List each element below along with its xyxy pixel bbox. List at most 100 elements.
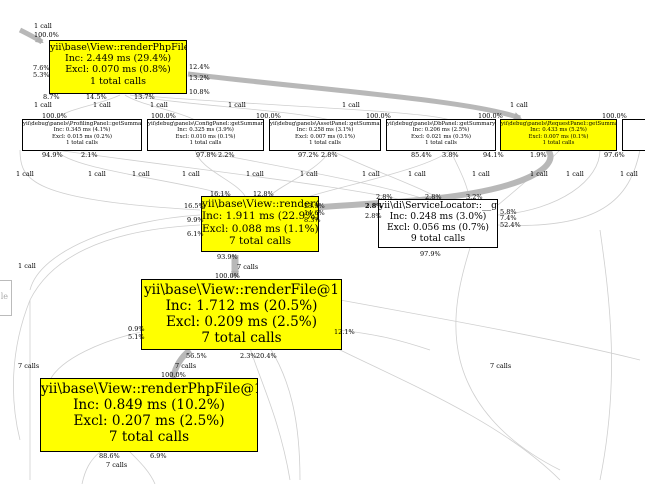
- edge-label: 5.3%: [33, 71, 50, 79]
- edge-label: 16.1%: [210, 190, 231, 198]
- edge-label: 94.1%: [483, 151, 504, 159]
- node-name: yii\base\View::renderPhpFile: [50, 42, 187, 53]
- node-name: yii\debug\panels\AssetPanel::getSummary: [270, 121, 381, 127]
- edge-label: 12.4%: [189, 63, 210, 71]
- node-calls: 7 total calls: [229, 235, 291, 248]
- edge-label: 0.9%: [128, 325, 145, 333]
- edge-label: 1 call: [510, 101, 528, 109]
- edge-label: 100.0%: [602, 112, 627, 120]
- edge-label: 56.5%: [186, 352, 207, 360]
- node-name: yii\debug\panels\RequestPanel::getSummar…: [501, 121, 617, 127]
- edge-label: 1 call: [150, 101, 168, 109]
- node-name: yii\debug\panels\DbPanel::getSummary: [387, 121, 496, 127]
- edge-label: 2.3%: [240, 352, 257, 360]
- edge-label: 100.0%: [42, 112, 67, 120]
- node-render-1[interactable]: yii\base\View::render@1 Inc: 1.911 ms (2…: [201, 196, 319, 252]
- edge-label: 1 call: [132, 170, 150, 178]
- edge-label: 5.8%: [500, 208, 517, 216]
- node-calls: 7 total calls: [201, 330, 282, 347]
- node-inc: Inc: 0.248 ms (3.0%): [389, 210, 487, 222]
- edge-label: 1 call: [530, 170, 548, 178]
- edge-label: 23.9%: [304, 202, 325, 210]
- edge-label: 20.4%: [256, 352, 277, 360]
- edge-label: 16.5%: [184, 202, 205, 210]
- edge-label: 100.0%: [215, 272, 240, 280]
- edge-label: 1.9%: [530, 151, 547, 159]
- node-inc: Inc: 0.433 ms (5.2%): [530, 127, 587, 134]
- edge-label: 7 calls: [237, 263, 259, 271]
- edge-label: 3.8%: [442, 151, 459, 159]
- edge-label: 1 call: [228, 101, 246, 109]
- edge-label: 1 call: [18, 262, 36, 270]
- edge-label: 100.0%: [256, 112, 281, 120]
- edge-label: 6.1%: [187, 230, 204, 238]
- edge-label: 97.8%: [196, 151, 217, 159]
- node-asset-panel[interactable]: yii\debug\panels\AssetPanel::getSummary …: [269, 119, 381, 151]
- edge-label: 7.6%: [33, 64, 50, 72]
- node-calls: 1 total calls: [542, 140, 575, 147]
- edge-label: 100.0%: [161, 371, 186, 379]
- edge-label: 2.8%: [365, 202, 383, 210]
- edge-label: 100.0%: [366, 112, 391, 120]
- edge-label: 7 calls: [490, 362, 512, 370]
- edge-label: 2.2%: [218, 151, 235, 159]
- node-excl: Excl: 0.209 ms (2.5%): [165, 314, 318, 331]
- node-excl: Excl: 0.070 ms (0.8%): [65, 64, 171, 76]
- edge-label: 1 call: [342, 101, 360, 109]
- edge-label: 12.1%: [334, 328, 355, 336]
- node-render-file-1[interactable]: yii\base\View::renderFile@1 Inc: 1.712 m…: [141, 279, 342, 350]
- edge-label: 2.1%: [81, 151, 98, 159]
- edge-label: 3.2%: [466, 193, 483, 201]
- edge-label: 94.9%: [42, 151, 63, 159]
- edge-label: 10.8%: [189, 88, 210, 96]
- edge-label: 7 calls: [106, 461, 128, 469]
- edge-label: 97.2%: [298, 151, 319, 159]
- node-offscreen-left: le: [0, 280, 12, 316]
- edge-label: 7 calls: [175, 362, 197, 370]
- edge-label: 7.4%: [500, 214, 517, 222]
- node-profiling-panel[interactable]: yii\debug\panels\ProfilingPanel::getSumm…: [22, 119, 142, 151]
- node-excl: Excl: 0.021 ms (0.3%): [411, 133, 471, 140]
- node-inc: Inc: 1.911 ms (22.9%): [202, 210, 319, 223]
- edge-label: 1 call: [93, 101, 111, 109]
- node-offscreen-right: [622, 119, 645, 151]
- node-excl: Excl: 0.207 ms (2.5%): [73, 413, 225, 430]
- node-render-php-file-1[interactable]: yii\base\View::renderPhpFile@1 Inc: 0.84…: [40, 378, 258, 452]
- node-name: yii\debug\panels\ConfigPanel::getSummary: [148, 121, 264, 127]
- edge-label: 1 call: [182, 170, 200, 178]
- edge-label: 1 call: [408, 170, 426, 178]
- edge-label: 2.8%: [376, 193, 393, 201]
- edge-label: 1 call: [88, 170, 106, 178]
- node-excl: Excl: 0.088 ms (1.1%): [202, 222, 319, 235]
- node-name: yii\di\ServiceLocator::__get: [379, 200, 498, 211]
- edge-label: 93.9%: [217, 253, 238, 261]
- node-calls: 1 total calls: [89, 75, 147, 87]
- node-excl: Excl: 0.056 ms (0.7%): [386, 221, 490, 233]
- edge-label: 100.0%: [478, 112, 503, 120]
- node-db-panel[interactable]: yii\debug\panels\DbPanel::getSummary Inc…: [386, 119, 496, 151]
- node-service-locator[interactable]: yii\di\ServiceLocator::__get Inc: 0.248 …: [378, 199, 498, 248]
- node-calls: 1 total calls: [189, 140, 222, 147]
- edge-label: 1 call: [472, 170, 490, 178]
- edge-label: 13.2%: [189, 74, 210, 82]
- node-inc: Inc: 1.712 ms (20.5%): [165, 298, 318, 315]
- edge-label: 9.9%: [187, 216, 204, 224]
- edge-label: 1 call: [34, 101, 52, 109]
- node-inc: Inc: 0.258 ms (3.1%): [296, 127, 354, 134]
- node-inc: Inc: 2.449 ms (29.4%): [64, 53, 172, 65]
- node-excl: Excl: 0.010 ms (0.1%): [175, 133, 236, 140]
- node-config-panel[interactable]: yii\debug\panels\ConfigPanel::getSummary…: [147, 119, 264, 151]
- offscreen-label: le: [0, 292, 8, 301]
- edge-label: 1 call: [34, 22, 52, 30]
- edge-label: 52.4%: [500, 221, 521, 229]
- node-calls: 7 total calls: [108, 429, 190, 446]
- node-request-panel[interactable]: yii\debug\panels\RequestPanel::getSummar…: [500, 119, 617, 151]
- edge-label: 100.0%: [34, 31, 59, 39]
- edge-label: 6.9%: [150, 452, 167, 460]
- edge-label: 1 call: [246, 170, 264, 178]
- edge-label: 85.4%: [411, 151, 432, 159]
- edge-label: 5.1%: [128, 333, 145, 341]
- node-render-php-file[interactable]: yii\base\View::renderPhpFile Inc: 2.449 …: [49, 40, 187, 94]
- node-calls: 1 total calls: [309, 140, 341, 147]
